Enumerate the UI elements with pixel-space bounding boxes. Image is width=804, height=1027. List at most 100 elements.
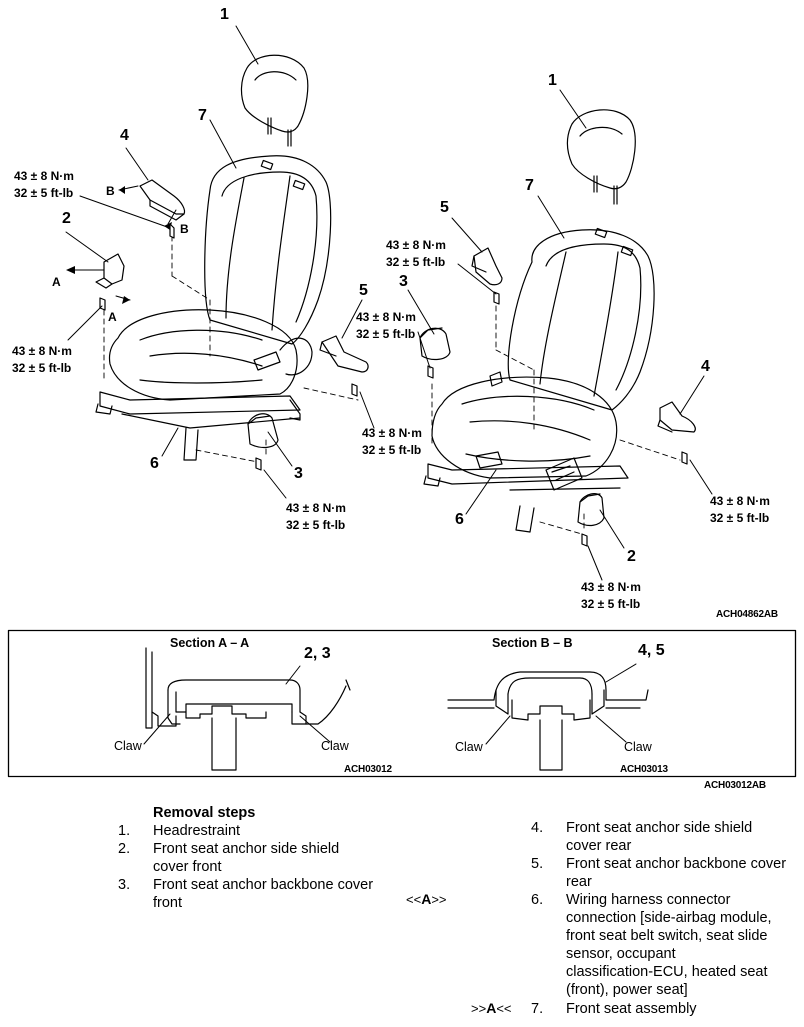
service-point-mark-a: <<A>>	[406, 891, 447, 907]
step-6: 6. Wiring harness connector connection […	[531, 891, 801, 1000]
torque-metric: 43 ± 8 N·m	[356, 310, 416, 324]
step-number: 3.	[118, 877, 131, 893]
service-point-mark-b: >>A<<	[471, 1000, 512, 1016]
section-a-callout: 2, 3	[304, 645, 331, 662]
step-text: cover rear	[566, 838, 632, 854]
removal-steps-left: 1. Headrestraint 2. Front seat anchor si…	[118, 822, 418, 912]
torque-metric: 43 ± 8 N·m	[12, 344, 72, 358]
figure-ref-code: ACH04862	[716, 609, 764, 620]
section-b-ref: ACH03013	[620, 764, 668, 775]
callout-left-headrest: 1	[220, 6, 229, 23]
mark-bracket: <<	[496, 1001, 512, 1016]
step-text: Headrestraint	[153, 823, 241, 839]
left-seat-assembly	[95, 119, 359, 463]
section-a-a-drawing	[143, 647, 351, 771]
step-text: front	[153, 895, 183, 911]
right-seat-assembly	[423, 195, 681, 535]
section-a-title: Section A – A	[170, 636, 250, 650]
callout-right-headrest: 1	[548, 72, 557, 89]
callout-left-connector: 6	[150, 455, 159, 472]
section-b-callout: 4, 5	[638, 642, 665, 659]
right-cover-2	[577, 493, 625, 581]
step-text: Front seat assembly	[566, 1001, 697, 1017]
step-number: 2.	[118, 841, 131, 857]
torque-metric: 43 ± 8 N·m	[286, 501, 346, 515]
callout-left-cover-4: 4	[120, 127, 129, 144]
torque-spec: 43 ± 8 N·m 32 ± 5 ft-lb	[12, 343, 72, 377]
step-number: 4.	[531, 820, 544, 836]
section-letter-a: A	[108, 310, 117, 324]
right-cover-3	[407, 289, 451, 379]
torque-metric: 43 ± 8 N·m	[386, 238, 446, 252]
torque-spec: 43 ± 8 N·m 32 ± 5 ft-lb	[356, 309, 416, 343]
left-cover-5	[319, 299, 375, 429]
section-letter-b: B	[106, 184, 115, 198]
callout-right-seat: 7	[525, 177, 534, 194]
callout-right-cover-3: 3	[399, 273, 408, 290]
left-headrest	[235, 25, 309, 147]
step-4: 4. Front seat anchor side shield cover r…	[531, 819, 801, 855]
step-3: 3. Front seat anchor backbone cover fron…	[118, 876, 418, 912]
torque-imperial: 32 ± 5 ft-lb	[362, 443, 422, 457]
step-text: front seat belt switch, seat slide	[566, 928, 768, 944]
torque-imperial: 32 ± 5 ft-lb	[386, 255, 446, 269]
step-text: connection [side-airbag module,	[566, 910, 772, 926]
torque-metric: 43 ± 8 N·m	[581, 580, 641, 594]
callout-left-cover-2: 2	[62, 210, 71, 227]
mark-bracket: >>	[471, 1001, 487, 1016]
step-number: 1.	[118, 823, 131, 839]
right-headrest	[559, 89, 636, 205]
callout-left-cover-3: 3	[294, 465, 303, 482]
torque-spec: 43 ± 8 N·m 32 ± 5 ft-lb	[362, 425, 422, 459]
step-2: 2. Front seat anchor side shield cover f…	[118, 840, 418, 876]
claw-label: Claw	[455, 740, 483, 754]
box-ref-code: ACH03012	[704, 780, 752, 791]
step-text: Front seat anchor backbone cover	[153, 877, 374, 893]
mark-bracket: <<	[406, 892, 422, 907]
figure-reference: ACH04862AB	[716, 609, 778, 620]
step-text: Wiring harness connector	[566, 892, 731, 908]
torque-metric: 43 ± 8 N·m	[362, 426, 422, 440]
step-1: 1. Headrestraint	[118, 822, 418, 840]
step-text: (front), power seat]	[566, 982, 688, 998]
claw-label: Claw	[624, 740, 652, 754]
section-b-b-drawing	[447, 663, 649, 771]
section-a-ref: ACH03012	[344, 764, 392, 775]
step-text: Front seat anchor side shield	[153, 841, 340, 857]
mark-bracket: >>	[431, 892, 447, 907]
torque-imperial: 32 ± 5 ft-lb	[286, 518, 346, 532]
mark-letter: A	[421, 891, 432, 907]
section-box-reference: ACH03012AB	[704, 780, 766, 791]
torque-spec: 43 ± 8 N·m 32 ± 5 ft-lb	[14, 168, 74, 202]
step-7: 7. Front seat assembly	[531, 1000, 801, 1018]
torque-imperial: 32 ± 5 ft-lb	[14, 186, 74, 200]
torque-imperial: 32 ± 5 ft-lb	[581, 597, 641, 611]
removal-steps-right: 4. Front seat anchor side shield cover r…	[531, 819, 801, 1018]
left-cover-2	[65, 231, 131, 341]
box-ref-suffix: AB	[751, 780, 766, 791]
left-cover-4	[79, 147, 186, 239]
torque-metric: 43 ± 8 N·m	[710, 494, 770, 508]
step-5: 5. Front seat anchor backbone cover rear	[531, 855, 801, 891]
torque-spec: 43 ± 8 N·m 32 ± 5 ft-lb	[286, 500, 346, 534]
removal-steps-heading: Removal steps	[153, 805, 256, 821]
torque-imperial: 32 ± 5 ft-lb	[356, 327, 416, 341]
torque-metric: 43 ± 8 N·m	[14, 169, 74, 183]
callout-left-cover-5: 5	[359, 282, 368, 299]
claw-label: Claw	[114, 739, 142, 753]
torque-spec: 43 ± 8 N·m 32 ± 5 ft-lb	[710, 493, 770, 527]
right-cover-4	[657, 375, 713, 495]
step-text: rear	[566, 874, 592, 890]
step-number: 6.	[531, 892, 544, 908]
torque-spec: 43 ± 8 N·m 32 ± 5 ft-lb	[386, 237, 446, 271]
right-cover-5	[451, 217, 503, 305]
step-text: Front seat anchor backbone cover	[566, 856, 787, 872]
section-letter-a: A	[52, 275, 61, 289]
claw-label: Claw	[321, 739, 349, 753]
left-cover-3	[247, 413, 293, 499]
callout-right-cover-4: 4	[701, 358, 710, 375]
step-number: 5.	[531, 856, 544, 872]
step-text: Front seat anchor side shield	[566, 820, 753, 836]
step-text: classification-ECU, heated seat	[566, 964, 768, 980]
